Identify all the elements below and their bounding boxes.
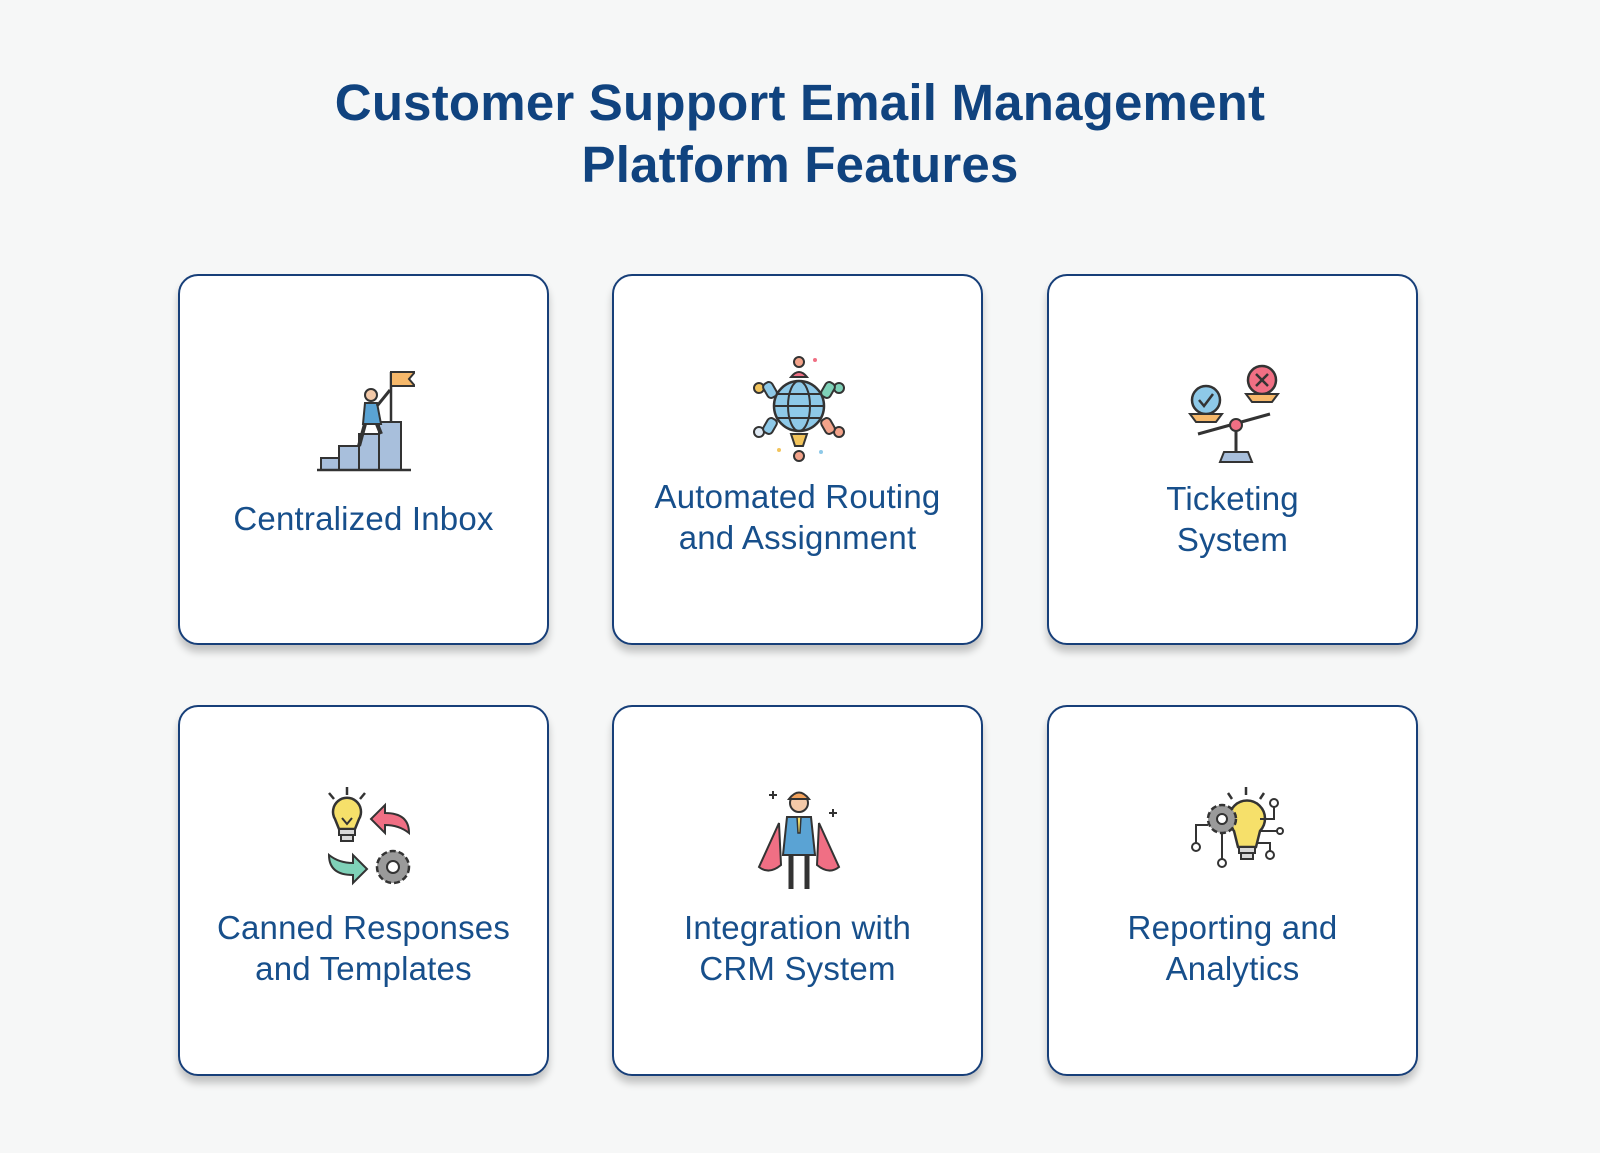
feature-label: Canned Responses and Templates [180,907,547,989]
feature-card-centralized-inbox: Centralized Inbox [178,274,549,645]
balance-scale-icon [1184,360,1284,470]
feature-card-canned-responses: Canned Responses and Templates [178,705,549,1076]
feature-label: Centralized Inbox [180,498,547,539]
feature-label: Integration with CRM System [614,907,981,989]
feature-label-line-2: Analytics [1165,950,1300,987]
feature-card-reporting-analytics: Reporting and Analytics [1047,705,1418,1076]
analytics-bulb-icon [1184,785,1284,895]
feature-label-line-1: Canned Responses [216,909,511,946]
feature-label-line-2: and Templates [255,950,472,987]
mountain-flag-icon [315,364,415,474]
page-title: Customer Support Email Management Platfo… [0,72,1600,196]
feature-label-line-2: CRM System [699,950,896,987]
feature-label: Automated Routing and Assignment [614,476,981,558]
feature-label-line-1: Reporting and [1127,909,1338,946]
feature-card-crm-integration: Integration with CRM System [612,705,983,1076]
globe-network-icon [749,354,849,464]
feature-card-automated-routing: Automated Routing and Assignment [612,274,983,645]
title-line-1: Customer Support Email Management [334,74,1266,131]
feature-label-line-2: and Assignment [678,519,917,556]
title-line-2: Platform Features [581,136,1019,193]
feature-label-line-2: System [1176,521,1289,558]
feature-label-line-1: Ticketing [1166,480,1299,517]
bulb-gear-icon [315,785,415,895]
feature-card-ticketing-system: Ticketing System [1047,274,1418,645]
feature-label-line-1: Integration with [684,909,911,946]
feature-label: Reporting and Analytics [1049,907,1416,989]
feature-label-line-1: Centralized Inbox [233,500,494,537]
feature-label-line-1: Automated Routing [654,478,941,515]
superhero-icon [749,785,849,895]
feature-label: Ticketing System [1049,478,1416,560]
